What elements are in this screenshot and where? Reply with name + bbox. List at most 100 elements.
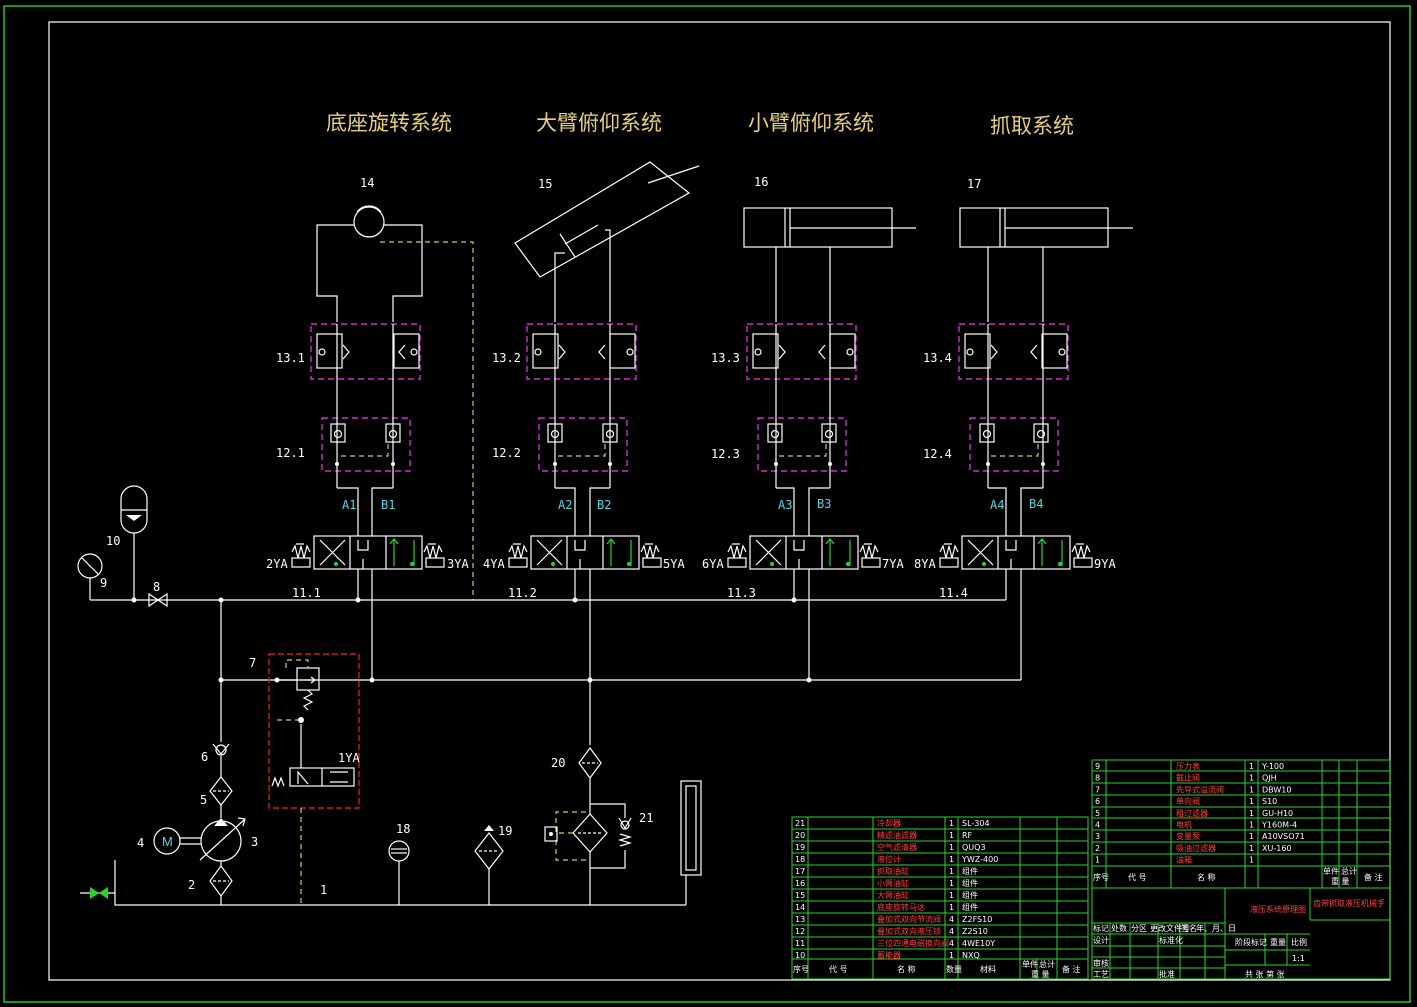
hdr-single: 单件 bbox=[1022, 959, 1038, 969]
solenoid-3ya: 3YA bbox=[447, 557, 469, 571]
port-b4: B4 bbox=[1029, 497, 1043, 511]
part-name: 油箱 bbox=[1176, 855, 1192, 865]
part-qty: 1 bbox=[949, 879, 954, 888]
solenoid-8ya: 8YA bbox=[914, 557, 936, 571]
part-code: 组件 bbox=[962, 902, 978, 912]
part-name: 单向阀 bbox=[1176, 796, 1200, 806]
hdr-total-r: 总计 bbox=[1341, 866, 1357, 876]
label-7: 7 bbox=[249, 656, 256, 670]
part-no: 16 bbox=[795, 879, 805, 888]
tb-stage: 阶段标记 bbox=[1235, 937, 1267, 947]
solenoid-6ya: 6YA bbox=[702, 557, 724, 571]
part-name: 抓取油缸 bbox=[877, 866, 909, 876]
part-qty: 1 bbox=[1249, 832, 1254, 841]
label-12-1: 12.1 bbox=[276, 446, 305, 460]
port-a2: A2 bbox=[558, 498, 572, 512]
label-17: 17 bbox=[967, 177, 981, 191]
part-code: GU-H10 bbox=[1262, 809, 1293, 818]
tb-change: 更改文件号 bbox=[1150, 923, 1190, 933]
part-code: DBW10 bbox=[1262, 785, 1291, 794]
cylinder-15: 15 bbox=[514, 161, 700, 322]
part-qty: 1 bbox=[949, 819, 954, 828]
part-name: 截止阀 bbox=[1176, 773, 1200, 783]
part-no: 14 bbox=[795, 903, 805, 912]
tank-1: 1 bbox=[80, 860, 686, 906]
label-4: 4 bbox=[137, 836, 144, 850]
label-1: 1 bbox=[320, 883, 327, 897]
tb-zone: 分区 bbox=[1131, 924, 1147, 933]
part-name: 叠加式双向节流阀 bbox=[877, 914, 941, 924]
part-qty: 4 bbox=[949, 939, 954, 948]
part-qty: 1 bbox=[1249, 797, 1254, 806]
hdr-weight-r: 重 量 bbox=[1331, 876, 1350, 886]
tb-standard: 标准化 bbox=[1159, 935, 1183, 945]
label-13-4: 13.4 bbox=[923, 351, 952, 365]
part-qty: 1 bbox=[949, 843, 954, 852]
label-11-2: 11.2 bbox=[508, 586, 537, 600]
hdr-code-r: 代 号 bbox=[1128, 872, 1147, 882]
throttle-valve-13-3: 13.3 bbox=[711, 323, 857, 380]
title-base-rotation: 底座旋转系统 bbox=[326, 111, 452, 135]
part-qty: 1 bbox=[1249, 809, 1254, 818]
part-no: 10 bbox=[795, 951, 805, 960]
part-qty: 4 bbox=[949, 915, 954, 924]
part-code: SL-304 bbox=[962, 819, 990, 828]
part-code: 组件 bbox=[962, 890, 978, 900]
solenoid-5ya: 5YA bbox=[663, 557, 685, 571]
product-name: 齿带抓取液压机械手 bbox=[1313, 898, 1385, 908]
tb-mark: 标记 bbox=[1093, 923, 1109, 933]
part-no: 1 bbox=[1095, 856, 1100, 865]
hdr-total: 总计 bbox=[1039, 959, 1055, 969]
hdr-no-r: 序号 bbox=[1093, 872, 1109, 882]
tb-scale: 1:1 bbox=[1292, 954, 1305, 963]
cylinder-17: 17 bbox=[959, 177, 1133, 322]
part-code: RF bbox=[962, 831, 973, 840]
drawing-name: 液压系统原理图 bbox=[1250, 904, 1306, 914]
part-code: S10 bbox=[1262, 797, 1277, 806]
part-qty: 1 bbox=[1249, 774, 1254, 783]
port-a1: A1 bbox=[342, 498, 356, 512]
hydraulic-lock-12-1: 12.1 bbox=[276, 379, 411, 488]
part-no: 17 bbox=[795, 867, 805, 876]
label-11-4: 11.4 bbox=[939, 586, 968, 600]
label-14: 14 bbox=[360, 176, 374, 190]
throttle-valve-13-1: 13.1 bbox=[276, 323, 421, 380]
variable-pump-3: 3 bbox=[199, 817, 258, 866]
part-name: 三位四通电磁换向阀 bbox=[877, 938, 949, 948]
title-block bbox=[1091, 887, 1391, 980]
tb-approve: 批准 bbox=[1159, 969, 1175, 979]
solenoid-1ya: 1YA bbox=[338, 751, 360, 765]
label-13-2: 13.2 bbox=[492, 351, 521, 365]
motor-label: M bbox=[162, 834, 173, 849]
part-no: 2 bbox=[1095, 844, 1100, 853]
check-valve-6: 6 bbox=[201, 743, 230, 777]
part-qty: 1 bbox=[949, 903, 954, 912]
part-name: 叠加式双向液压锁 bbox=[877, 926, 941, 936]
part-no: 5 bbox=[1095, 809, 1100, 818]
directional-valve-11-4: A4 B4 8YA 9YA 11.4 bbox=[914, 487, 1116, 680]
label-16: 16 bbox=[754, 175, 768, 189]
part-code: NXQ bbox=[962, 951, 980, 960]
label-11-1: 11.1 bbox=[292, 586, 321, 600]
filter-5: 5 bbox=[200, 776, 233, 818]
electric-motor-4: M 4 bbox=[137, 827, 201, 855]
hdr-remark-r: 备 注 bbox=[1364, 872, 1383, 882]
hydraulic-lock-12-4: 12.4 bbox=[923, 379, 1059, 488]
label-12-4: 12.4 bbox=[923, 447, 952, 461]
level-gauge-18: 18 bbox=[388, 822, 410, 905]
tb-sheets: 共 张 第 张 bbox=[1245, 969, 1285, 979]
solenoid-7ya: 7YA bbox=[882, 557, 904, 571]
suction-filter-2: 2 bbox=[188, 864, 233, 905]
tb-process: 工艺 bbox=[1093, 970, 1109, 979]
label-18: 18 bbox=[396, 822, 410, 836]
part-name: 精滤油滤器 bbox=[877, 830, 917, 840]
part-code: YWZ-400 bbox=[961, 855, 998, 864]
part-name: 蓄能器 bbox=[877, 950, 901, 960]
part-code: A10VSO71 bbox=[1262, 832, 1305, 841]
label-8: 8 bbox=[153, 580, 160, 594]
part-name: 小臂油缸 bbox=[877, 878, 909, 888]
part-code: 组件 bbox=[962, 878, 978, 888]
part-qty: 4 bbox=[949, 927, 954, 936]
part-code: Y160M-4 bbox=[1261, 821, 1297, 830]
part-qty: 1 bbox=[949, 891, 954, 900]
